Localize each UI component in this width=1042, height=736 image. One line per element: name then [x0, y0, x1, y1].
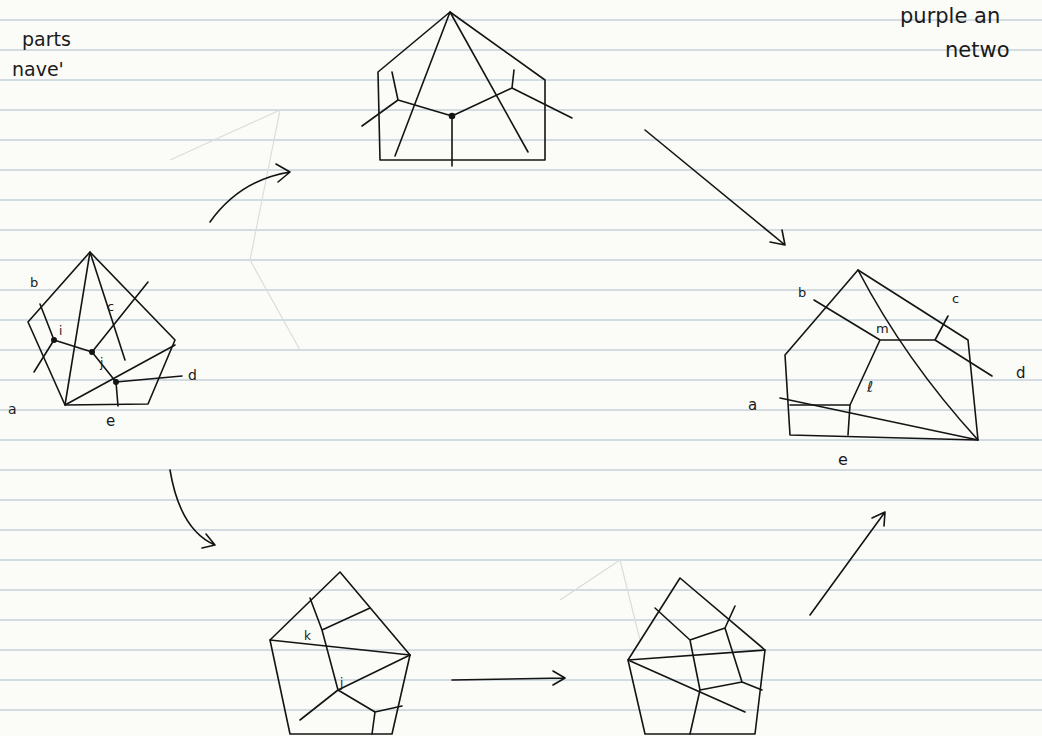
vertex-label: d: [1016, 366, 1026, 381]
vertex-label: k: [304, 630, 311, 642]
vertex-label: b: [798, 286, 806, 299]
vertex-label: c: [107, 300, 114, 313]
vertex-label: m: [876, 322, 889, 335]
vertex-label: e: [106, 414, 115, 429]
vertex-label: a: [8, 402, 17, 416]
vertex-label: a: [748, 398, 757, 413]
vertex-label: d: [188, 368, 197, 382]
note-text: nave': [12, 60, 64, 79]
vertex-label: j: [100, 357, 103, 369]
vertex-label: c: [952, 292, 959, 305]
note-text: purple an: [900, 6, 1000, 27]
note-text: netwo: [945, 40, 1010, 61]
vertex-label: b: [30, 276, 38, 289]
note-text: parts: [22, 30, 71, 49]
vertex-label: ℓ: [867, 380, 873, 395]
vertex-label: e: [838, 452, 848, 468]
vertex-label: j: [340, 677, 343, 689]
vertex-label: i: [59, 325, 62, 337]
